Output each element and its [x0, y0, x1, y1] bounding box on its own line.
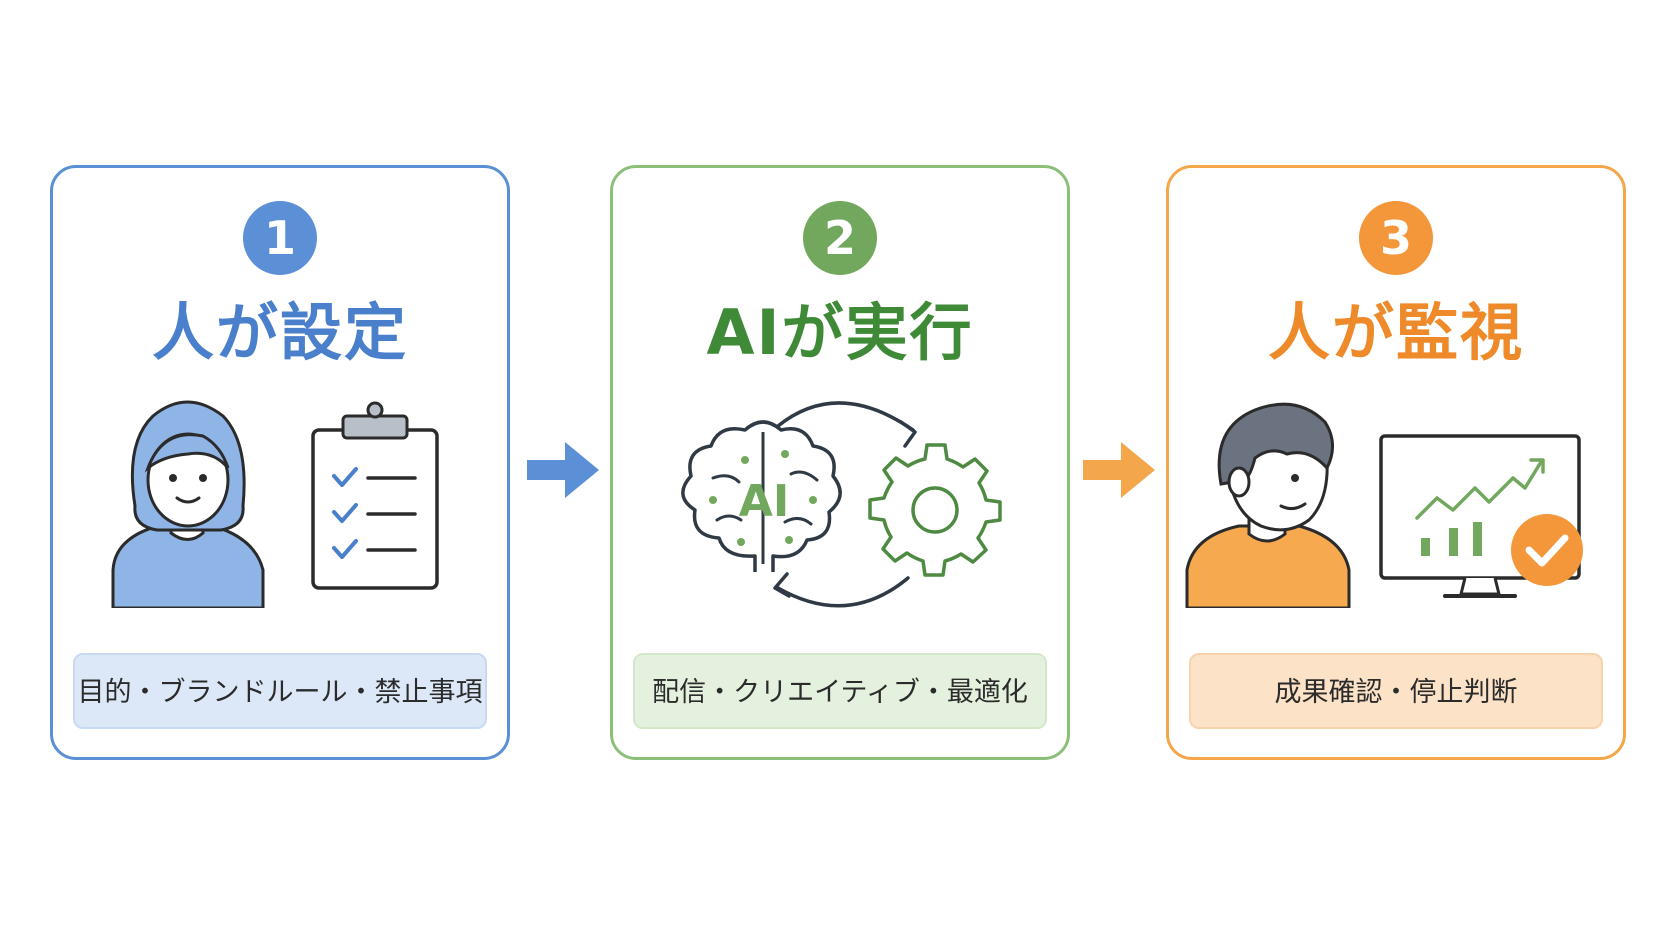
arrow-right-icon [527, 442, 599, 498]
man-avatar-icon [1185, 402, 1351, 608]
step-card-monitor: 3 人が監視 成果確認・停止判断 [1166, 165, 1626, 760]
step-illustration [1185, 402, 1583, 608]
step-title: 人が監視 [1267, 296, 1524, 369]
step-illustration: AI [681, 401, 1002, 608]
step-number-badge: 1 [243, 201, 317, 275]
step-caption: 成果確認・停止判断 [1189, 653, 1603, 729]
step-caption: 配信・クリエイティブ・最適化 [633, 653, 1047, 729]
checkmark-badge-icon [1511, 514, 1583, 586]
step-title: AIが実行 [706, 296, 974, 369]
step-number-badge: 2 [803, 201, 877, 275]
step-card-setup: 1 人が設定 目的・ブランドルール・禁止事項 [50, 165, 510, 760]
brain-icon: AI [681, 420, 842, 572]
arrow-right-icon [1083, 442, 1155, 498]
woman-avatar-icon [111, 400, 265, 608]
cycle-arrows-icon [773, 401, 917, 608]
brain-label: AI [739, 476, 789, 527]
step-illustration [111, 400, 439, 608]
gear-icon [868, 443, 1002, 577]
step-caption: 目的・ブランドルール・禁止事項 [73, 653, 487, 729]
step-number-badge: 3 [1359, 201, 1433, 275]
step-card-execute: 2 AIが実行 AI 配信・クリエイ [610, 165, 1070, 760]
step-title: 人が設定 [151, 296, 408, 369]
clipboard-checklist-icon [311, 401, 439, 590]
